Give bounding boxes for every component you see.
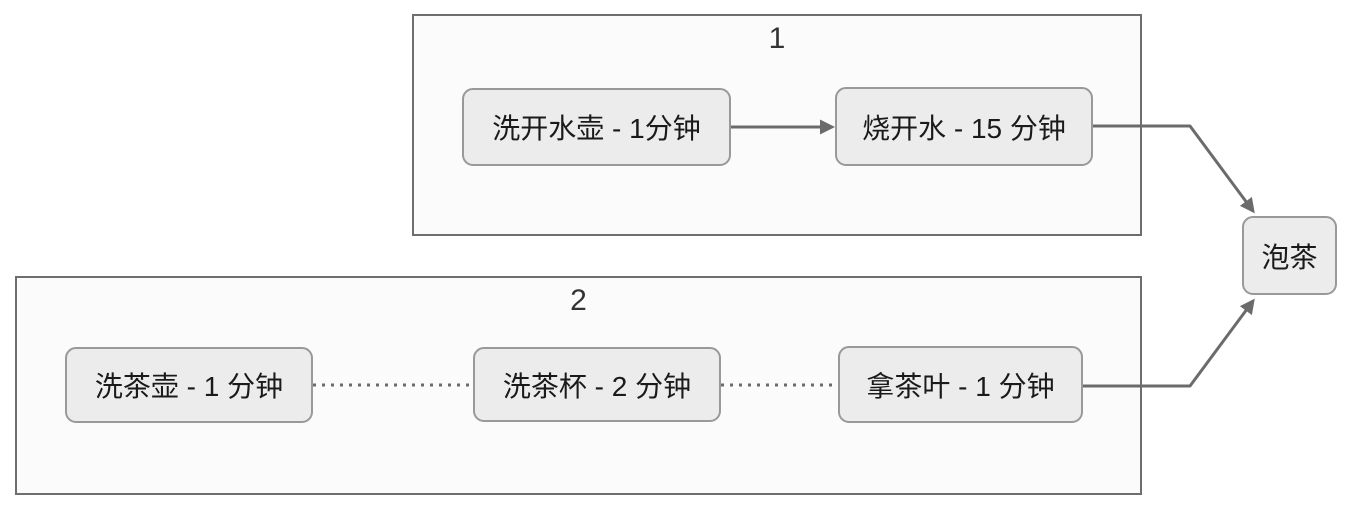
node-wash-teacups: 洗茶杯 - 2 分钟 (473, 347, 721, 422)
group-1-label: 1 (768, 22, 786, 55)
edge-get-tea-leaves-to-make-tea (1083, 298, 1255, 388)
edge-boil-water-to-make-tea (1093, 124, 1255, 214)
node-get-tea-leaves: 拿茶叶 - 1 分钟 (838, 346, 1083, 423)
node-wash-teapot: 洗茶壶 - 1 分钟 (65, 347, 313, 423)
node-boil-water: 烧开水 - 15 分钟 (835, 87, 1093, 166)
node-wash-kettle: 洗开水壶 - 1分钟 (462, 88, 731, 166)
node-make-tea: 泡茶 (1242, 216, 1337, 295)
group-2-label: 2 (570, 284, 587, 317)
